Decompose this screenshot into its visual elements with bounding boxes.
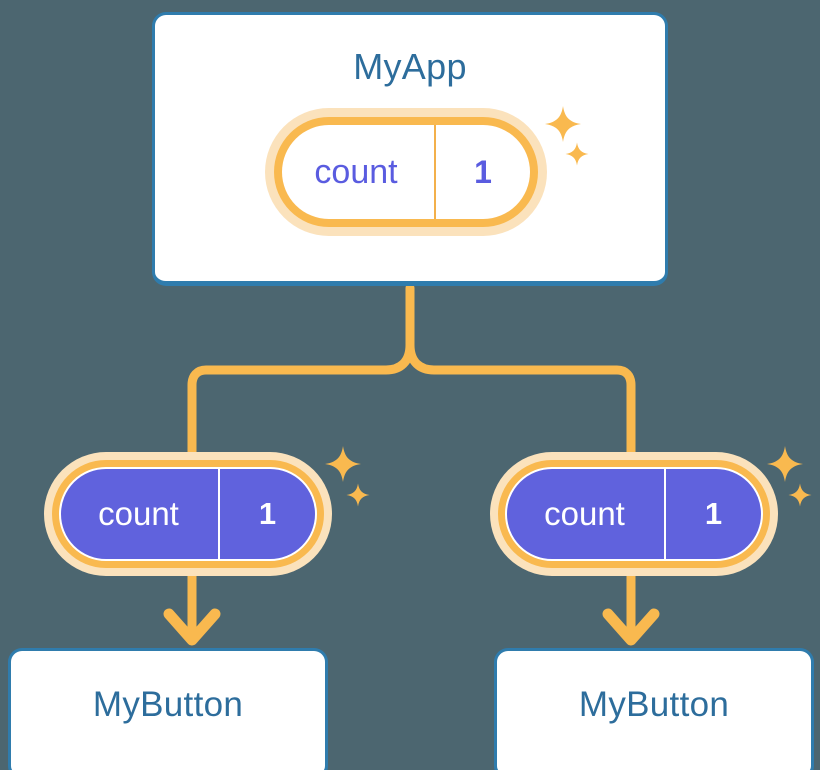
state-value-label: 1 <box>218 469 315 559</box>
state-pill-body: count 1 <box>282 125 530 219</box>
state-pill-body: count 1 <box>59 467 317 561</box>
sparkle-small-icon <box>787 482 813 508</box>
component-title-left: MyButton <box>92 685 244 724</box>
page-title: MyApp <box>353 46 467 87</box>
state-key-label: count <box>314 152 398 191</box>
state-pill-body: count 1 <box>505 467 763 561</box>
component-card-mybutton-right[interactable]: MyButton <box>494 648 814 770</box>
state-pill-left[interactable]: count 1 <box>44 452 332 576</box>
state-pill-myapp[interactable]: count 1 <box>265 108 547 236</box>
state-value-label: 1 <box>434 125 530 219</box>
component-card-mybutton-left[interactable]: MyButton <box>8 648 328 770</box>
state-key-label: count <box>544 495 625 532</box>
state-value-label: 1 <box>664 469 761 559</box>
arrow-down-icon-left <box>163 608 221 646</box>
component-title-right: MyButton <box>578 685 730 724</box>
state-pill-halo: count 1 <box>44 452 332 576</box>
connector-right-arm <box>405 340 636 457</box>
state-pill-right[interactable]: count 1 <box>490 452 778 576</box>
state-pill-ring: count 1 <box>498 460 770 568</box>
sparkle-small-icon <box>345 482 371 508</box>
state-key-label: count <box>98 495 179 532</box>
arrow-down-icon-right <box>602 608 660 646</box>
state-pill-halo: count 1 <box>265 108 547 236</box>
state-pill-ring: count 1 <box>52 460 324 568</box>
state-pill-halo: count 1 <box>490 452 778 576</box>
connector-left-arm <box>187 340 415 457</box>
state-pill-ring: count 1 <box>274 117 538 227</box>
